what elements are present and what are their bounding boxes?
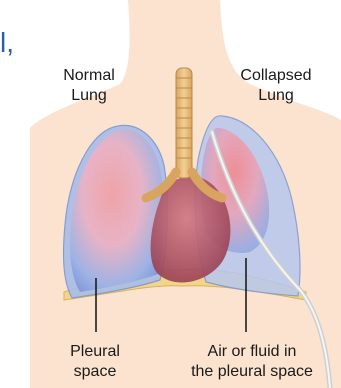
label-air-or-fluid: Air or fluid in the pleural space: [168, 342, 336, 382]
label-normal-lung: Normal Lung: [44, 66, 134, 106]
label-collapsed-lung: Collapsed Lung: [226, 66, 326, 106]
label-pleural-space: Pleural space: [50, 342, 140, 382]
